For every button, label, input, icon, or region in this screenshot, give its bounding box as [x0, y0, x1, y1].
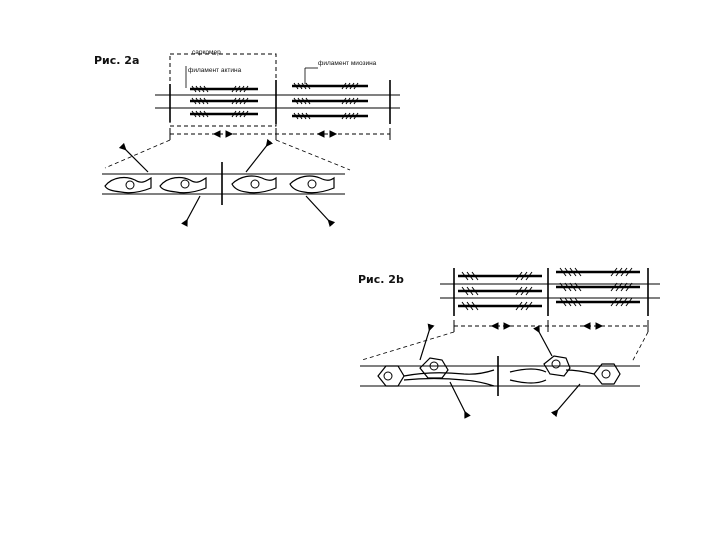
- figure-2b-title: Рис. 2b: [358, 273, 404, 286]
- figure-2b-magnified: [360, 323, 640, 419]
- figure-2a-sarcomere: [104, 53, 400, 171]
- crossbridges-right: [293, 82, 359, 120]
- figure-2a-title: Рис. 2а: [94, 54, 140, 67]
- figure-2b-sarcomere: [361, 267, 660, 363]
- myosin-filaments-left: [190, 87, 258, 116]
- figure-2a-magnified: [102, 138, 345, 228]
- crossbridges-left: [191, 85, 249, 118]
- myosin-filaments-right: [292, 84, 368, 118]
- myosin-filament-label: филамент миозина: [318, 60, 377, 67]
- sarcomere-label: саркомер: [192, 49, 221, 56]
- actin-filament-label: филамент актина: [188, 67, 242, 74]
